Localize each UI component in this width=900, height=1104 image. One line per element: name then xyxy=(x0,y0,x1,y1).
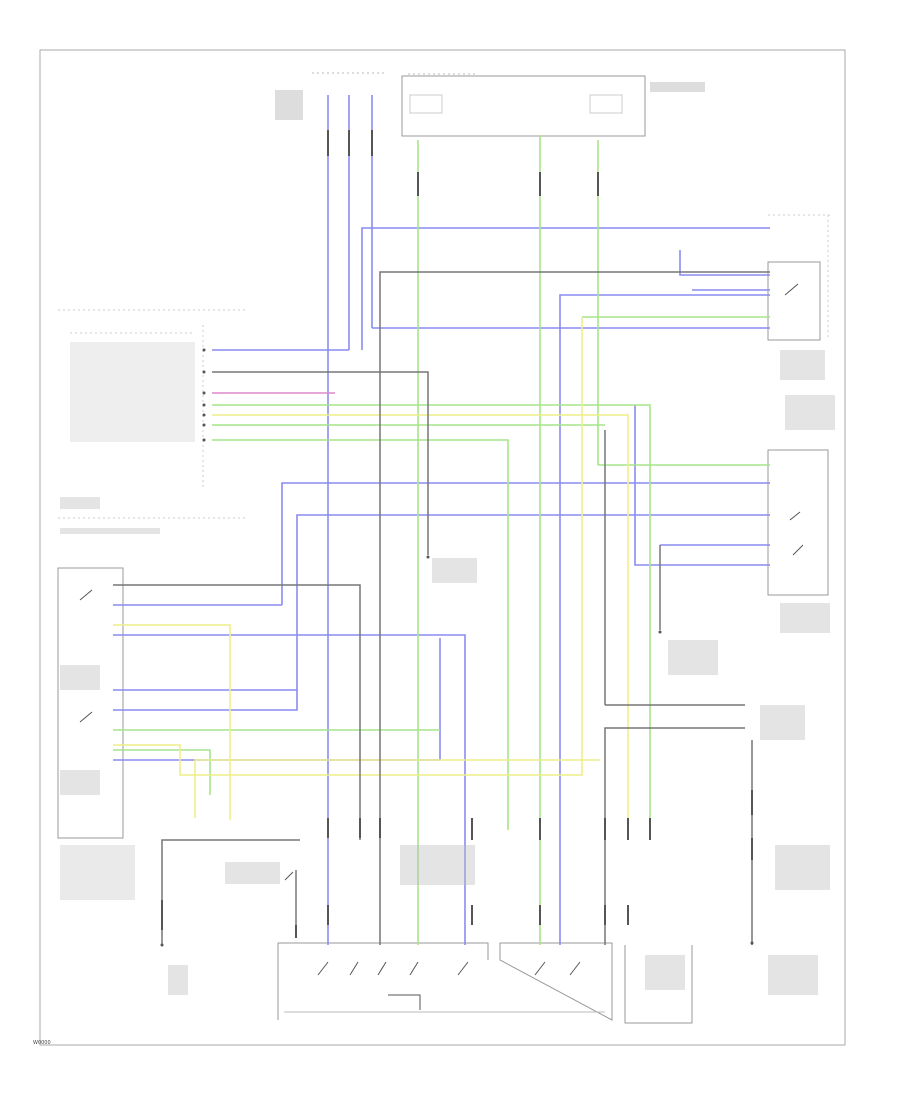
junction-dots xyxy=(160,348,754,947)
bottom-relay-box xyxy=(277,942,613,1021)
right-switch-box-upper xyxy=(767,261,821,341)
illegible-labels xyxy=(60,82,835,995)
gray-wires xyxy=(113,271,770,945)
connector-marks xyxy=(161,130,753,938)
diagram-border xyxy=(39,49,846,1046)
top-module-box xyxy=(401,75,646,137)
green-wires xyxy=(113,135,770,945)
left-switch-module xyxy=(57,567,124,839)
footer-code: W0000 xyxy=(33,1040,51,1046)
top-module-inner-left xyxy=(409,94,443,114)
right-switch-box-lower xyxy=(767,449,829,596)
right-bottom-box xyxy=(624,945,693,1024)
yellow-wires xyxy=(113,317,629,830)
top-module-inner-right xyxy=(589,94,623,114)
switch-contacts xyxy=(79,283,804,1010)
blue-wires xyxy=(113,95,770,945)
